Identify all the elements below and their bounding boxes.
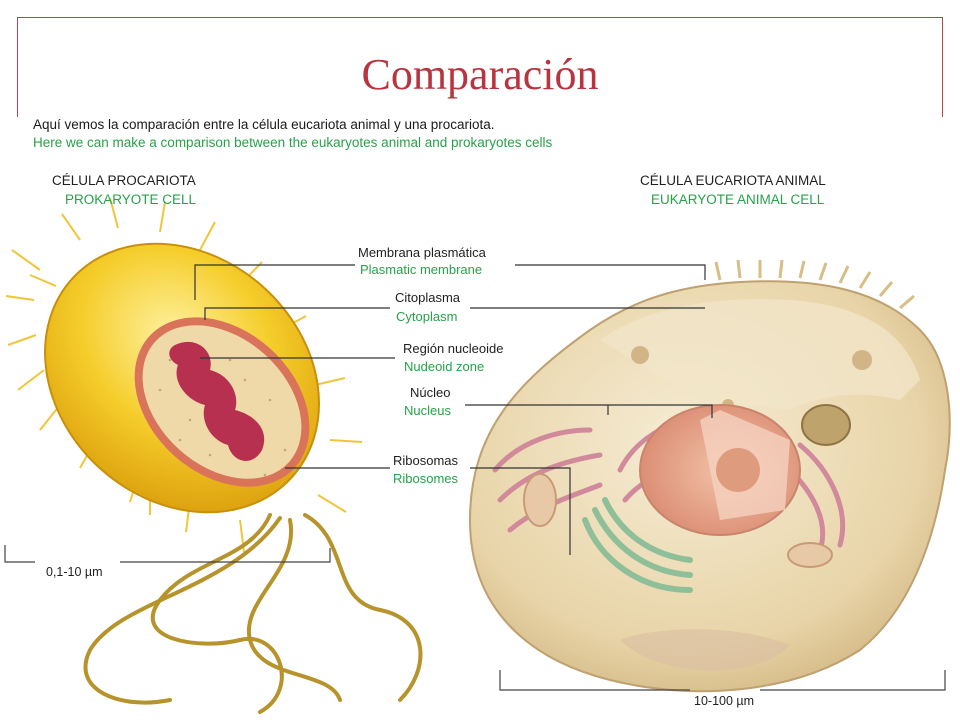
cell-comparison-illustration — [4, 197, 951, 714]
label-cytoplasm-en: Cytoplasm — [396, 309, 458, 324]
prokaryote-cell — [5, 197, 423, 714]
label-nucleus-es: Núcleo — [410, 385, 451, 400]
label-membrane-es: Membrana plasmática — [358, 245, 486, 260]
nucleoid — [169, 341, 265, 461]
label-nucleus-en: Nucleus — [404, 403, 451, 418]
intro-text-es: Aquí vemos la comparación entre la célul… — [33, 117, 495, 132]
label-membrane-en: Plasmatic membrane — [360, 262, 483, 277]
label-nucleoid-en: Nudeoid zone — [404, 359, 485, 374]
golgi-apparatus — [582, 497, 693, 593]
eukaryote-cell — [468, 259, 951, 693]
ribosome-dots — [158, 358, 297, 477]
label-ribosomes-en: Ribosomes — [393, 471, 459, 486]
nucleolus — [716, 448, 760, 492]
microvilli — [714, 259, 915, 310]
eukaryote-scale-label: 10-100 µm — [694, 694, 755, 708]
lysosome — [801, 404, 851, 446]
title-frame — [17, 17, 943, 117]
vesicle — [631, 346, 649, 364]
label-ribosomes-es: Ribosomas — [393, 453, 459, 468]
label-cytoplasm-es: Citoplasma — [395, 290, 461, 305]
mitochondrion — [787, 542, 833, 568]
scale-bars — [4, 545, 946, 691]
mitochondrion — [523, 473, 557, 527]
label-nucleoid-es: Región nucleoide — [403, 341, 504, 356]
eukaryote-header-en: EUKARYOTE ANIMAL CELL — [651, 192, 825, 207]
slide-title: Comparación — [361, 50, 599, 99]
prokaryote-scale-label: 0,1-10 µm — [46, 565, 103, 579]
prokaryote-header-es: CÉLULA PROCARIOTA — [52, 173, 196, 188]
intro-text-en: Here we can make a comparison between th… — [33, 135, 553, 150]
eukaryote-header-es: CÉLULA EUCARIOTA ANIMAL — [640, 173, 826, 188]
flagella — [83, 513, 423, 714]
prokaryote-header-en: PROKARYOTE CELL — [65, 192, 197, 207]
leader-lines — [194, 264, 713, 555]
vesicle — [852, 350, 872, 370]
